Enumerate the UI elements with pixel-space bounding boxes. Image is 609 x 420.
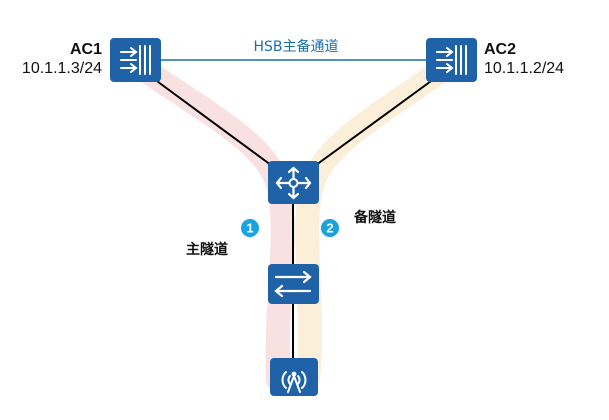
- svg-text:2: 2: [326, 221, 333, 236]
- ac2-ip: 10.1.1.2/24: [484, 60, 564, 77]
- ac1-device[interactable]: [110, 38, 161, 82]
- switch-device[interactable]: [268, 264, 319, 304]
- ap-device[interactable]: [270, 358, 318, 396]
- ac2-name: AC2: [484, 41, 516, 58]
- link-ac1-router: [149, 75, 276, 169]
- primary-tunnel-badge: 1: [241, 219, 259, 237]
- ac1-name: AC1: [70, 41, 102, 58]
- hsb-channel-label: HSB主备通道: [253, 38, 338, 55]
- primary-tunnel-band: [122, 50, 295, 392]
- svg-text:1: 1: [246, 221, 253, 236]
- ac-icon: [436, 45, 467, 75]
- backup-tunnel-label: 备隧道: [353, 209, 396, 226]
- ac1-ip: 10.1.1.3/24: [22, 60, 102, 77]
- backup-tunnel-badge: 2: [321, 219, 339, 237]
- switch-icon: [274, 270, 312, 298]
- primary-tunnel-label: 主隧道: [186, 241, 228, 258]
- ac-icon: [120, 45, 151, 75]
- link-ac2-router: [311, 75, 439, 169]
- ac2-device[interactable]: [426, 38, 477, 82]
- router-device[interactable]: [268, 161, 319, 204]
- wifi-ap-icon: [281, 371, 307, 393]
